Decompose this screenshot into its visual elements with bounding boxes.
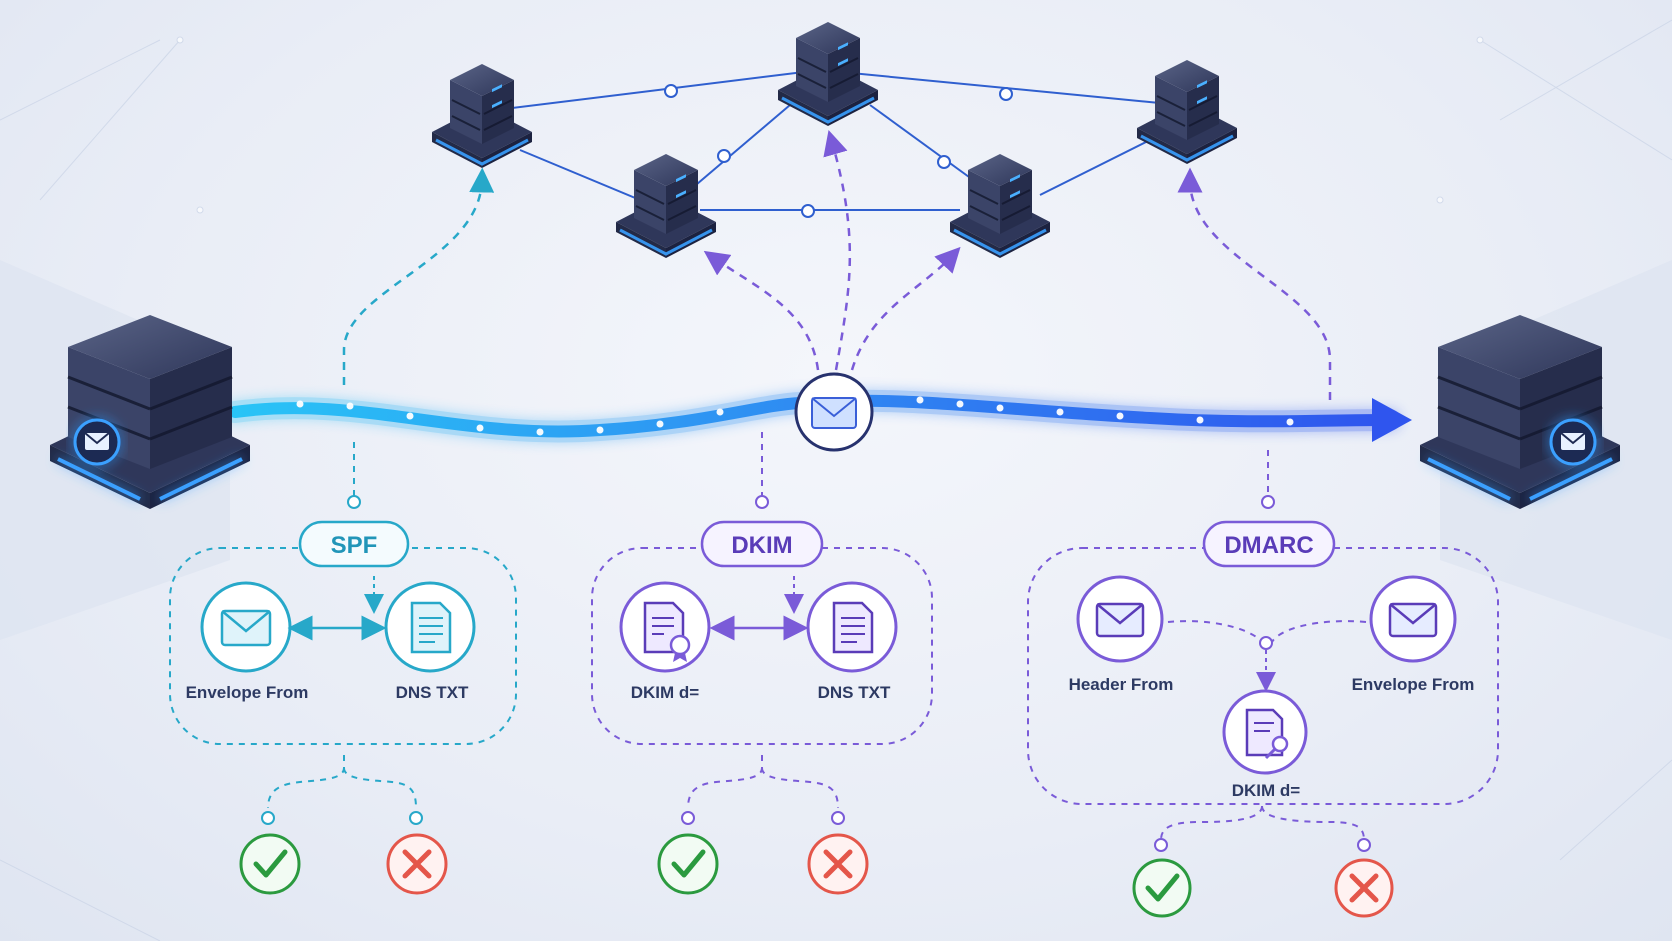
- pass-check-icon: [239, 833, 301, 895]
- receiver-mail-server-icon: [1420, 315, 1620, 509]
- dmarc-right-label: Envelope From: [1352, 675, 1475, 694]
- message-envelope-icon: [794, 372, 874, 452]
- pass-check-icon: [657, 833, 719, 895]
- key-document-icon: [1222, 689, 1308, 775]
- signed-certificate-icon: [619, 581, 711, 673]
- dkim-title: DKIM: [731, 532, 792, 559]
- dmarc-alignment-line-right: [1271, 620, 1367, 643]
- network-server-icon: [614, 152, 718, 260]
- dkim-right-label: DNS TXT: [818, 683, 891, 702]
- spf-group: SPF Envelope From DNS TXT: [169, 520, 517, 895]
- dmarc-alignment-line-left: [1167, 620, 1263, 643]
- dkim-lookup-arrow-3: [850, 246, 961, 371]
- dkim-left-label: DKIM d=: [631, 683, 700, 702]
- network-links: [479, 69, 1181, 211]
- dns-record-icon: [806, 581, 898, 673]
- dmarc-title: DMARC: [1224, 532, 1313, 559]
- spf-title: SPF: [331, 532, 378, 559]
- fail-cross-icon: [807, 833, 869, 895]
- envelope-icon: [200, 581, 292, 673]
- sender-mail-server-icon: [50, 315, 250, 509]
- mechanism-connectors: [347, 432, 1275, 509]
- dkim-lookup-arrow-2: [823, 129, 852, 371]
- dmarc-left-label: Header From: [1069, 675, 1174, 694]
- network-server-icon: [948, 152, 1052, 260]
- dmarc-group: DMARC Header From Envelope From DKIM d=: [1027, 520, 1499, 918]
- spf-right-label: DNS TXT: [396, 683, 469, 702]
- dmarc-bottom-label: DKIM d=: [1232, 781, 1301, 800]
- background-pattern: [0, 19, 1672, 941]
- header-envelope-icon: [1076, 575, 1164, 663]
- dns-record-icon: [384, 581, 476, 673]
- dkim-group: DKIM DKIM d= DNS TXT: [591, 520, 933, 895]
- network-server-icon: [430, 62, 534, 170]
- dmarc-lookup-arrow: [1177, 167, 1332, 400]
- network-server-icon: [1135, 58, 1239, 166]
- spf-left-label: Envelope From: [186, 683, 309, 702]
- fail-cross-icon: [386, 833, 448, 895]
- fail-cross-icon: [1334, 858, 1394, 918]
- envelope-icon: [1369, 575, 1457, 663]
- spf-lookup-arrow: [342, 167, 495, 385]
- dkim-lookup-arrow-1: [703, 250, 820, 371]
- network-link-nodes: [664, 84, 1013, 218]
- pass-check-icon: [1132, 858, 1192, 918]
